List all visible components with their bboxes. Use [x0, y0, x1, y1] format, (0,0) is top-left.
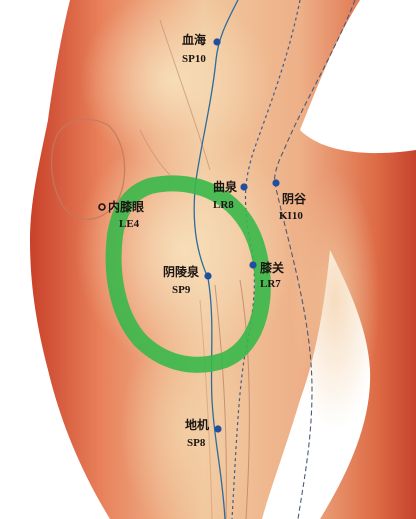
point-code: SP8 — [187, 437, 206, 449]
point-code: KI10 — [279, 210, 303, 222]
point-marker — [272, 179, 279, 186]
point-marker — [240, 183, 247, 190]
point-code: SP9 — [172, 284, 191, 296]
point-name: 膝关 — [260, 260, 284, 275]
point-name: 阴谷 — [282, 191, 307, 206]
point-code: SP10 — [182, 53, 206, 65]
point-name: 曲泉 — [213, 179, 238, 194]
point-marker — [213, 38, 220, 45]
point-name: 阴陵泉 — [163, 264, 200, 279]
point-name: 内膝眼 — [108, 199, 144, 214]
point-marker — [249, 261, 256, 268]
point-code: LR7 — [260, 278, 281, 290]
point-name: 地机 — [185, 417, 209, 432]
point-code: LR8 — [213, 199, 234, 211]
point-name: 血海 — [182, 32, 206, 47]
point-marker — [214, 425, 221, 432]
point-marker — [204, 272, 211, 279]
point-code: LE4 — [119, 218, 140, 230]
calf-side-highlight — [290, 170, 380, 430]
